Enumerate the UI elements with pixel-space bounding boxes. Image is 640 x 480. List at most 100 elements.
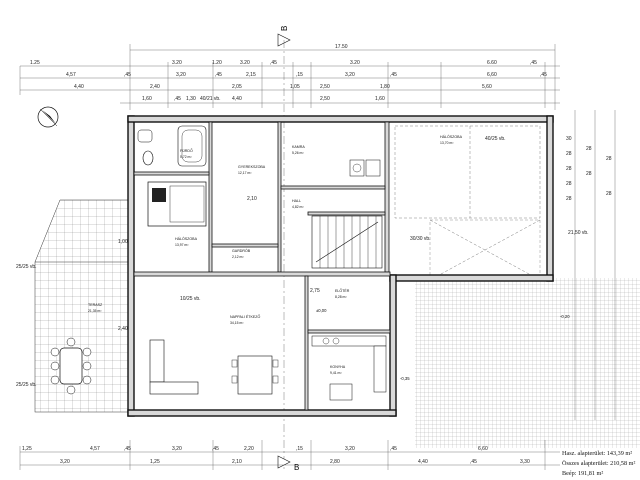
dim-text: 1,30: [186, 96, 196, 102]
bottom-dimension-lines: [19, 440, 560, 470]
dim-text: 3.20: [240, 60, 250, 66]
dim-text: 2,50: [320, 96, 330, 102]
dim-bottom-row1: 1,25 4,57 ,45 3,20 ,45 2,20 ,15 3,20 ,45…: [22, 446, 488, 452]
sofa-icon: [149, 339, 199, 395]
sink-icon: [137, 129, 153, 143]
room-area: 5,26 m²: [292, 151, 304, 155]
dim-text: ,45: [124, 72, 131, 78]
dim-text: 6,60: [478, 446, 488, 452]
section-label: B: [294, 463, 299, 472]
dim-bottom-row2: 3,20 1,25 2,10 2,80 4,40 ,45 3,30: [60, 459, 530, 465]
dim-text: 3.20: [172, 60, 182, 66]
dim-text: 1,00: [118, 239, 128, 245]
dim-text: ,45: [174, 96, 181, 102]
section-mark-top: B: [277, 26, 291, 470]
dim-text: 30: [566, 136, 572, 142]
dim-text: 3,20: [176, 72, 186, 78]
bed-icon: [147, 181, 207, 227]
room-area: 12,17 m²: [238, 171, 252, 175]
dim-text: 21,50 vb.: [568, 230, 589, 236]
dim-text: 2,20: [244, 446, 254, 452]
interior-walls: [133, 121, 391, 411]
dim-text: ,45: [270, 60, 277, 66]
dim-text: 6,60: [487, 72, 497, 78]
level-mark: ±0,00: [316, 308, 327, 313]
paving-hatch: [415, 219, 640, 448]
dim-text: 1,25: [22, 446, 32, 452]
north-arrow-icon: [37, 106, 59, 128]
dim-text: 1,05: [290, 84, 300, 90]
washing-machine-icon: [349, 159, 381, 177]
note-text: 10/25 vb.: [180, 296, 201, 302]
dim-text: 28: [586, 146, 592, 152]
dim-text: 2,10: [247, 196, 257, 202]
dim-text: 4,57: [90, 446, 100, 452]
dim-text: 2,05: [232, 84, 242, 90]
dim-text: 28: [566, 181, 572, 187]
room-name: KONYHA: [330, 365, 346, 369]
bathtub-icon: [177, 125, 207, 167]
room-area: 2,12 m²: [232, 255, 244, 259]
room-name: FÜRDŐ: [180, 148, 193, 153]
dim-text: 5,60: [482, 84, 492, 90]
dim-text: 40/21 vb.: [200, 96, 221, 102]
dim-row3: 4,40 2,40 2,05 1,05 2,50 1,80 5,60: [74, 84, 492, 90]
room-area: 5,72 m²: [180, 155, 192, 159]
dining-table-icon: [231, 355, 279, 395]
dim-text: ,45: [212, 446, 219, 452]
room-name: GYEREKSZOBA: [238, 165, 266, 169]
dim-text: 2,75: [310, 288, 320, 294]
dim-row1: 1.25 3.20 1.20 3.20 ,45 3.20 6.60 ,45: [30, 60, 537, 66]
dim-text: 28: [606, 156, 612, 162]
dim-text: 1.20: [212, 60, 222, 66]
kitchen-table-icon: [329, 383, 353, 401]
dim-row2: 4,57 ,45 3,20 ,45 2,15 ,15 3,20 ,45 6,60…: [66, 72, 547, 78]
dim-text: 2,40: [118, 326, 128, 332]
note-text: 40/25 vb.: [485, 136, 506, 142]
built-area-text: Beép: 191,81 m²: [562, 470, 603, 477]
dim-text: 3.20: [350, 60, 360, 66]
dim-text: ,45: [390, 72, 397, 78]
dim-text: 3,20: [60, 459, 70, 465]
gross-area-text: Összes alapterület: 210,58 m²: [562, 460, 635, 467]
dim-text: 28: [566, 196, 572, 202]
section-mark-bottom: B: [277, 455, 299, 472]
note-text: 25/25 vb.: [16, 382, 37, 388]
dim-text: 1,25: [150, 459, 160, 465]
dining-set-outdoor: [50, 337, 92, 395]
dim-text: ,15: [296, 446, 303, 452]
room-area: 8,28 m²: [335, 295, 347, 299]
section-label: B: [280, 26, 289, 31]
dim-text: ,45: [215, 72, 222, 78]
room-name: HÁLÓSZOBA: [175, 236, 198, 241]
level-mark: -0,35: [400, 376, 410, 381]
room-name: NAPPALI ÉTKEZŐ: [230, 314, 260, 319]
dim-text: ,45: [530, 60, 537, 66]
dim-text: 4,40: [418, 459, 428, 465]
dim-text: 4,40: [232, 96, 242, 102]
right-dimension-lines: 30 28 28 28 28 28 28 28 28 21,50 vb.: [566, 110, 616, 420]
dim-text: 28: [566, 166, 572, 172]
room-area: 13,70 m²: [440, 141, 454, 145]
level-mark: -0,20: [560, 314, 570, 319]
dim-text: 4,40: [74, 84, 84, 90]
net-area-text: Hasz. alapterület: 143,39 m²: [562, 450, 632, 457]
terrace: TERASZ 21,35 m²: [34, 199, 131, 413]
dim-text: 3,20: [345, 446, 355, 452]
dim-text: 2,15: [246, 72, 256, 78]
room-area: 21,35 m²: [88, 309, 102, 313]
dim-text: 4,57: [66, 72, 76, 78]
dim-text: ,45: [124, 446, 131, 452]
outer-walls: [127, 115, 554, 417]
dim-text: 2,80: [330, 459, 340, 465]
dim-text: 3,20: [345, 72, 355, 78]
room-area: 9,41 m²: [330, 371, 342, 375]
dim-text: 28: [586, 171, 592, 177]
dim-text: 2,10: [232, 459, 242, 465]
dim-text: ,45: [390, 446, 397, 452]
staircase: [311, 215, 383, 269]
room-name: HALL: [292, 199, 301, 203]
area-summary: Hasz. alapterület: 143,39 m² Összes alap…: [562, 450, 635, 477]
dim-text: ,45: [540, 72, 547, 78]
